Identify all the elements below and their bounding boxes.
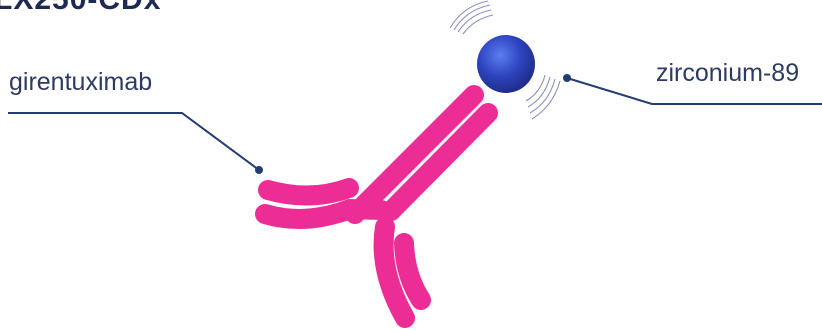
left-light-chain bbox=[268, 188, 349, 196]
girentuximab-leader-dot bbox=[255, 166, 263, 174]
zirconium-leader-line bbox=[567, 78, 822, 104]
isotope-sphere-icon bbox=[477, 35, 535, 93]
lower-light-chain bbox=[404, 243, 421, 300]
zirconium-leader-dot bbox=[563, 74, 571, 82]
girentuximab-leader-line bbox=[8, 113, 259, 170]
antibody-shape bbox=[265, 95, 488, 318]
